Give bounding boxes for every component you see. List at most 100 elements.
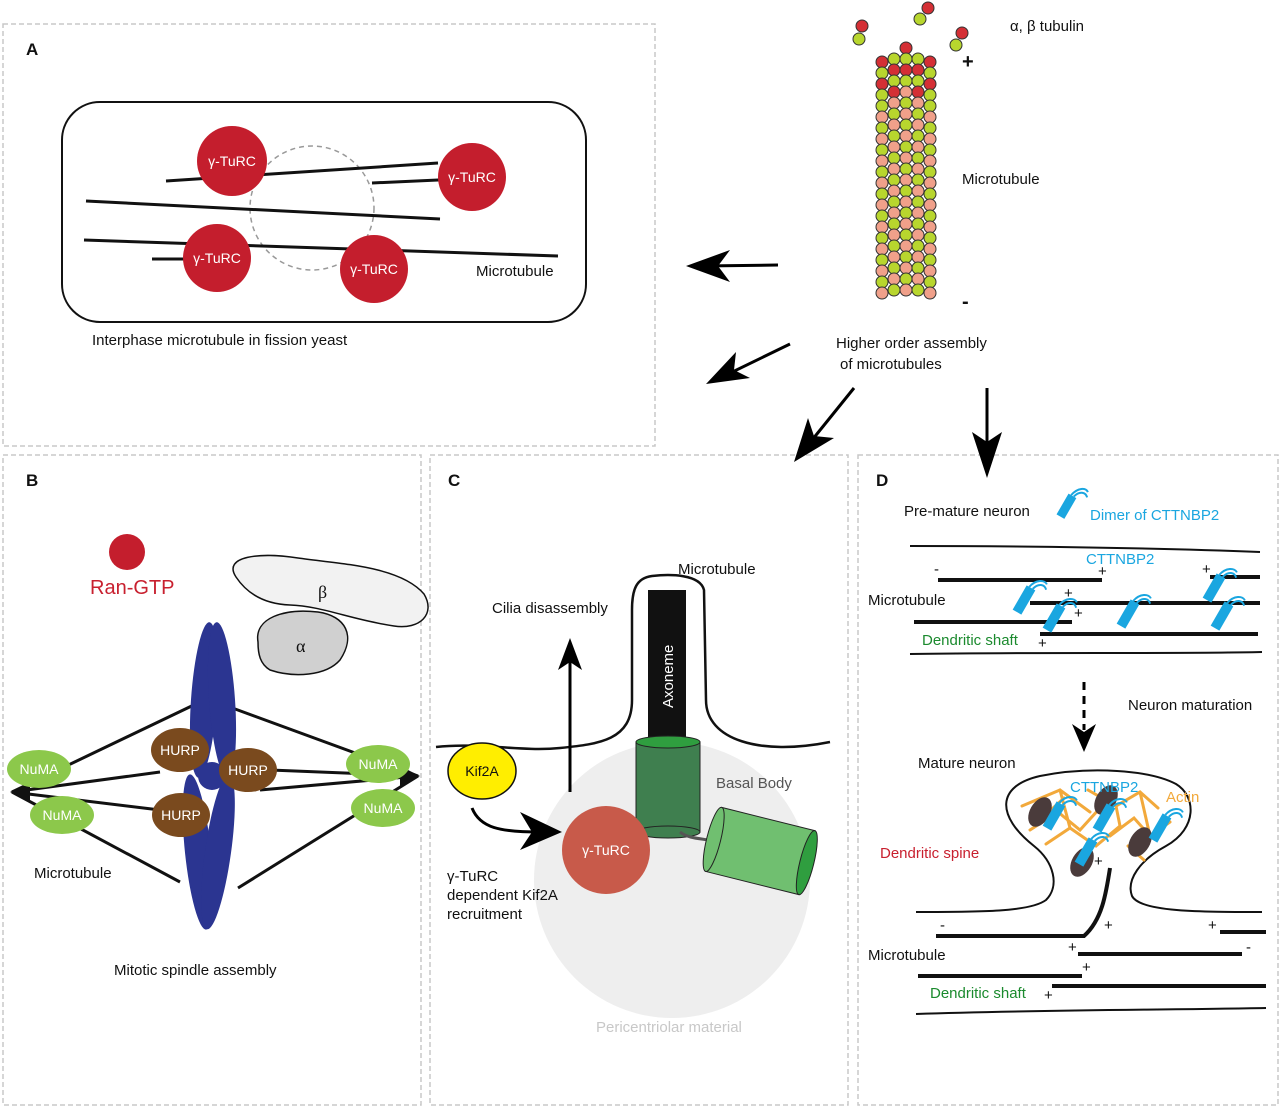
dendritic-spine-label: Dendritic spine xyxy=(880,845,979,862)
tubulin-subunit xyxy=(923,264,937,278)
microtubule-label-a: Microtubule xyxy=(476,263,554,280)
microtubule-label-top: Microtubule xyxy=(962,171,1040,188)
tubulin-subunit xyxy=(899,107,913,121)
tubulin-subunit xyxy=(875,77,889,91)
panel-b-caption: Mitotic spindle assembly xyxy=(114,962,277,979)
tubulin-subunit xyxy=(923,253,937,267)
tubulin-subunit xyxy=(911,250,925,264)
cilia-arrow-head xyxy=(558,638,582,670)
hurp-label: HURP xyxy=(161,807,201,823)
tubulin-subunit xyxy=(875,187,889,201)
minus-end: - xyxy=(934,561,939,578)
numa-label: NuMA xyxy=(364,800,404,816)
numa-label: NuMA xyxy=(359,756,399,772)
tubulin-subunit xyxy=(899,63,913,77)
tubulin-subunit xyxy=(923,209,937,223)
tubulin-subunit xyxy=(899,217,913,231)
tubulin-subunit xyxy=(887,239,901,253)
tubulin-subunit xyxy=(923,176,937,190)
tubulin-subunit xyxy=(887,74,901,88)
cttnbp2-dimer xyxy=(1042,796,1078,831)
tubulin-subunit xyxy=(875,253,889,267)
tubulin-subunit xyxy=(923,275,937,289)
basal-body-daughter xyxy=(702,806,818,896)
tubulin-subunit xyxy=(875,165,889,179)
tubulin-subunit xyxy=(911,261,925,275)
tubulin-subunit xyxy=(875,264,889,278)
tubulin-subunit xyxy=(875,220,889,234)
plus-end: + xyxy=(1202,561,1211,578)
pcm-label: Pericentriolar material xyxy=(596,1019,742,1036)
tubulin-subunit xyxy=(899,162,913,176)
tubulin-subunit xyxy=(911,107,925,121)
tubulin-subunit xyxy=(911,118,925,132)
tubulin-subunit xyxy=(875,275,889,289)
tubulin-subunit xyxy=(899,250,913,264)
panel-a-caption: Interphase microtubule in fission yeast xyxy=(92,332,348,349)
cttnbp2-dimer xyxy=(1116,594,1152,629)
tubulin-subunit xyxy=(923,198,937,212)
microtubule-label-c: Microtubule xyxy=(678,561,756,578)
dep-label-line3: recruitment xyxy=(447,906,523,923)
tubulin-subunit xyxy=(875,242,889,256)
assembly-label-line2: of microtubules xyxy=(840,356,942,373)
tubulin-subunit xyxy=(899,283,913,297)
plus-end: + xyxy=(1094,853,1103,870)
basal-body-mother xyxy=(635,735,701,839)
tubulin-subunit xyxy=(899,85,913,99)
tubulin-subunit xyxy=(911,184,925,198)
tubulin-subunit xyxy=(887,129,901,143)
tubulin-subunit xyxy=(923,187,937,201)
tubulin-subunit xyxy=(899,52,913,66)
mature-end-labels: - + + + - + + + xyxy=(940,853,1251,1004)
dep-label-line1: γ-TuRC xyxy=(447,868,498,885)
free-tubulin-dimers xyxy=(852,1,969,52)
tubulin-subunit xyxy=(899,74,913,88)
tubulin-subunit xyxy=(887,118,901,132)
gamma-turc-a3: γ-TuRC xyxy=(183,224,251,292)
minus-end-label: - xyxy=(962,291,969,313)
microtubule-label-d2: Microtubule xyxy=(868,947,946,964)
tubulin-subunit xyxy=(911,74,925,88)
microtubule-label-b: Microtubule xyxy=(34,865,112,882)
beta-label: β xyxy=(318,582,327,602)
microtubule-lattice xyxy=(875,41,937,300)
hurp-label: HURP xyxy=(228,762,268,778)
gamma-turc-c: γ-TuRC xyxy=(562,806,650,894)
tubulin-subunit xyxy=(875,88,889,102)
dendritic-spine-outline xyxy=(915,769,1263,913)
hurp-label: HURP xyxy=(160,742,200,758)
tubulin-subunit xyxy=(899,129,913,143)
alpha-tubulin-shape xyxy=(257,610,349,676)
panel-c-letter: C xyxy=(448,471,460,490)
tubulin-subunit xyxy=(875,55,889,69)
cilia-label: Cilia disassembly xyxy=(492,600,608,617)
tubulin-subunit xyxy=(887,217,901,231)
plus-end: + xyxy=(1098,563,1107,580)
tubulin-subunit xyxy=(911,217,925,231)
axoneme-label: Axoneme xyxy=(660,645,677,708)
tubulin-subunit xyxy=(875,66,889,80)
tubulin-subunit xyxy=(875,198,889,212)
panel-d-letter: D xyxy=(876,471,888,490)
microtubule-label-d1: Microtubule xyxy=(868,592,946,609)
plus-end: + xyxy=(1082,959,1091,976)
ran-gtp-icon xyxy=(109,534,145,570)
panel-d-frame xyxy=(857,454,1279,1106)
tubulin-subunit xyxy=(887,151,901,165)
tubulin-subunit xyxy=(887,261,901,275)
maturation-label: Neuron maturation xyxy=(1128,697,1252,714)
tubulin-subunit xyxy=(899,118,913,132)
plus-end: + xyxy=(1064,585,1073,602)
cttnbp2-dimer xyxy=(1148,808,1184,843)
plus-end: + xyxy=(1038,635,1047,652)
tubulin-subunit xyxy=(923,88,937,102)
assembly-label-line1: Higher order assembly xyxy=(836,335,987,352)
plus-end: + xyxy=(1208,917,1217,934)
tubulin-subunit xyxy=(887,206,901,220)
tubulin-subunit xyxy=(899,41,913,55)
plus-end: + xyxy=(1074,605,1083,622)
gamma-turc-a1: γ-TuRC xyxy=(197,126,267,196)
basal-body-label: Basal Body xyxy=(716,775,792,792)
tubulin-subunit xyxy=(923,132,937,146)
